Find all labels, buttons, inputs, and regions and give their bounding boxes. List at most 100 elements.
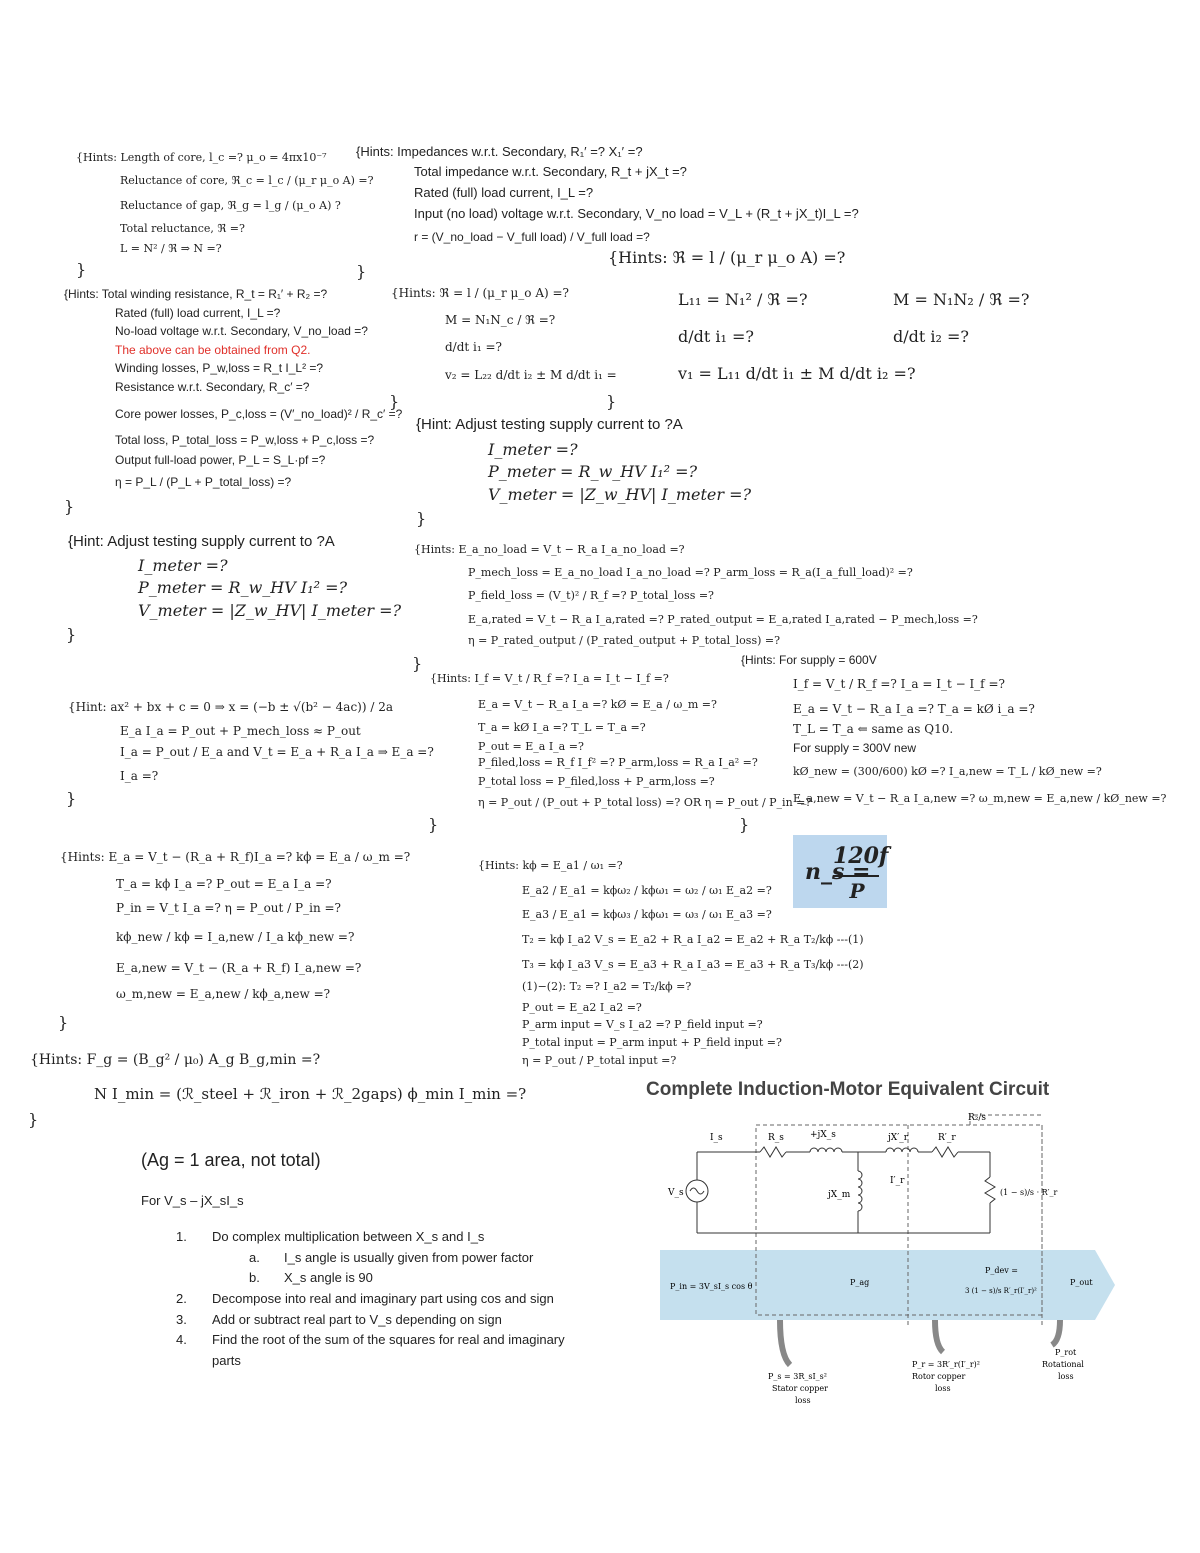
hint-line: L₁₁ = N₁² / ℜ =? [678, 290, 808, 309]
jxr-label: jX′_r [887, 1133, 909, 1143]
r2s-label: R₂/s [968, 1113, 986, 1123]
hint-line: T_L = T_a ⇐ same as Q10. [793, 722, 954, 736]
closing-brace: } [389, 392, 400, 411]
hint-line: {Hint: ax² + bx + c = 0 ⇒ x = (−b ± √(b²… [68, 700, 394, 714]
hint-line: P_total loss = P_filed,loss + P_arm,loss… [478, 775, 715, 788]
hint-line: d/dt i₁ =? [445, 340, 502, 354]
sync-speed-formula: n_s = 120f P [793, 835, 888, 908]
hint-line: P_total input = P_arm input + P_field in… [522, 1036, 782, 1049]
hint-line: No-load voltage w.r.t. Secondary, V_no_l… [115, 324, 368, 338]
rs-label: R_s [768, 1133, 784, 1143]
hint-line: E_a,new = V_t − (R_a + R_f) I_a,new =? [116, 961, 362, 975]
hint-line: Core power losses, P_c,loss = (V′_no_loa… [115, 407, 403, 421]
hint-line: {Hint: Adjust testing supply current to … [416, 416, 683, 433]
hint-note-red: The above can be obtained from Q2. [115, 343, 311, 357]
hint-line: d/dt i₂ =? [893, 327, 969, 346]
closing-brace: } [739, 815, 750, 834]
rot-loss-2: Rotational [1042, 1360, 1084, 1369]
for-line: For V_s – jX_sI_s [141, 1193, 244, 1208]
hint-line: E_a = V_t − R_a I_a =? kØ = E_a / ω_m =? [478, 698, 717, 711]
hint-line: E_a,new = V_t − R_a I_a,new =? ω_m,new =… [793, 792, 1167, 805]
hint-line: V_meter = |Z_w_HV| I_meter =? [488, 485, 752, 504]
rr-label: R′_r [938, 1133, 956, 1143]
step-text: X_s angle is 90 [284, 1270, 373, 1285]
step-text: Add or subtract real part to V_s dependi… [212, 1312, 502, 1327]
pdev-formula: 3 (1 − s)/s R′_r(I′_r)² [965, 1287, 1037, 1295]
hint-line: E_a,rated = V_t − R_a I_a,rated =? P_rat… [468, 613, 978, 626]
hint-line: {Hints: I_f = V_t / R_f =? I_a = I_t − I… [430, 672, 669, 685]
formula-lhs: n_s = [805, 859, 871, 885]
hint-line: {Hints: E_a = V_t − (R_a + R_f)I_a =? kϕ… [60, 850, 411, 864]
circuit-title: Complete Induction-Motor Equivalent Circ… [646, 1079, 1050, 1100]
hint-line: I_f = V_t / R_f =? I_a = I_t − I_f =? [793, 677, 1005, 691]
rotor-loss-2: Rotor copper [912, 1372, 966, 1381]
hint-line: T₃ = kϕ I_a3 V_s = E_a3 + R_a I_a3 = E_a… [522, 958, 864, 971]
hint-line: v₂ = L₂₂ d/dt i₂ ± M d/dt i₁ = [445, 368, 617, 382]
hint-line: P_mech_loss = E_a_no_load I_a_no_load =?… [468, 566, 913, 579]
load-label: (1 − s)/s · R′_r [1000, 1188, 1057, 1197]
hint-line: P_out = E_a I_a =? [478, 740, 584, 753]
step-text: parts [212, 1353, 241, 1368]
closing-brace: } [428, 815, 439, 834]
hint-line: P_meter = R_w_HV I₁² =? [488, 462, 698, 481]
jxm-label: jX_m [827, 1190, 851, 1200]
hint-line: ω_m,new = E_a,new / kϕ_a,new =? [116, 987, 331, 1001]
hint-line: d/dt i₁ =? [678, 327, 754, 346]
closing-brace: } [66, 625, 77, 644]
vs-label: V_s [667, 1188, 684, 1198]
hint-line: I_a =? [120, 769, 159, 783]
stator-loss-3: loss [795, 1396, 811, 1405]
step-number: b. [249, 1270, 260, 1285]
closing-brace: } [356, 262, 367, 281]
hint-line: {Hint: Adjust testing supply current to … [68, 533, 335, 550]
hint-line: η = P_rated_output / (P_rated_output + P… [468, 634, 781, 647]
ag-note: (Ag = 1 area, not total) [141, 1150, 321, 1170]
pag-label: P_ag [850, 1278, 869, 1287]
step-number: 3. [176, 1312, 187, 1327]
hint-line: {Hints: Total winding resistance, R_t = … [64, 287, 328, 301]
hint-line: I_a = P_out / E_a and V_t = E_a + R_a I_… [120, 745, 434, 759]
stator-loss-2: Stator copper [772, 1384, 828, 1393]
hint-line: kØ_new = (300/600) kØ =? I_a,new = T_L /… [793, 765, 1102, 778]
hint-line: {Hints: E_a_no_load = V_t − R_a I_a_no_l… [414, 543, 685, 556]
hint-line: P_in = V_t I_a =? η = P_out / P_in =? [116, 901, 341, 915]
stator-loss-1: P_s = 3R_sI_s² [768, 1372, 827, 1381]
step-number: 4. [176, 1332, 187, 1347]
magnetizing-inductor [857, 1170, 863, 1212]
hint-line: Total reluctance, ℜ =? [120, 222, 245, 235]
hint-line: P_meter = R_w_HV I₁² =? [138, 578, 348, 597]
stator-resistor [759, 1146, 787, 1158]
hint-line: E_a I_a = P_out + P_mech_loss ≈ P_out [120, 724, 361, 738]
rotor-inductor [885, 1147, 919, 1153]
rotor-resistor [931, 1146, 959, 1158]
fraction-bar [833, 875, 879, 877]
hint-line: kϕ_new / kϕ = I_a,new / I_a kϕ_new =? [116, 930, 355, 944]
closing-brace: } [412, 654, 423, 673]
formula-denominator: P [849, 879, 865, 903]
hint-line: Total loss, P_total_loss = P_w,loss + P_… [115, 433, 375, 447]
ir-label: I′_r [890, 1176, 905, 1186]
hint-line: {Hints: ℜ = l / (μ_r μ_o A) =? [608, 248, 846, 267]
hint-line: P_arm input = V_s I_a2 =? P_field input … [522, 1018, 763, 1031]
closing-brace: } [66, 789, 77, 808]
hint-line: E_a = V_t − R_a I_a =? T_a = kØ i_a =? [793, 702, 1035, 716]
hint-line: M = N₁N₂ / ℜ =? [893, 290, 1030, 309]
jxs-label: +jX_s [810, 1130, 836, 1140]
rot-loss-3: loss [1058, 1372, 1074, 1381]
induction-motor-diagram: R₂/s I_s R_s +jX_s jX′_r R′_r V_s jX_m I… [660, 1113, 1115, 1405]
hint-line: η = P_out / P_total input =? [522, 1054, 677, 1067]
hint-line: P_filed,loss = R_f I_f² =? P_arm,loss = … [478, 756, 758, 769]
hint-line: v₁ = L₁₁ d/dt i₁ ± M d/dt i₂ =? [678, 364, 916, 383]
hint-line: T₂ = kϕ I_a2 V_s = E_a2 + R_a I_a2 = E_a… [522, 933, 864, 946]
closing-brace: } [64, 497, 75, 516]
hint-line: {Hints: ℜ = l / (μ_r μ_o A) =? [391, 286, 569, 300]
hint-line: (1)−(2): T₂ =? I_a2 = T₂/kϕ =? [522, 980, 692, 993]
hint-line: {Hints: Length of core, l_c =? μ_o = 4πx… [76, 151, 327, 164]
hint-line: M = N₁N_c / ℜ =? [445, 313, 556, 327]
hint-line: I_meter =? [138, 556, 228, 575]
closing-brace: } [606, 392, 617, 411]
load-resistor [984, 1176, 996, 1204]
hint-line: η = P_L / (P_L + P_total_loss) =? [115, 475, 292, 489]
hint-line: Resistance w.r.t. Secondary, R_c′ =? [115, 380, 310, 394]
hint-line: Reluctance of core, ℜ_c = l_c / (μ_r μ_o… [120, 174, 374, 187]
